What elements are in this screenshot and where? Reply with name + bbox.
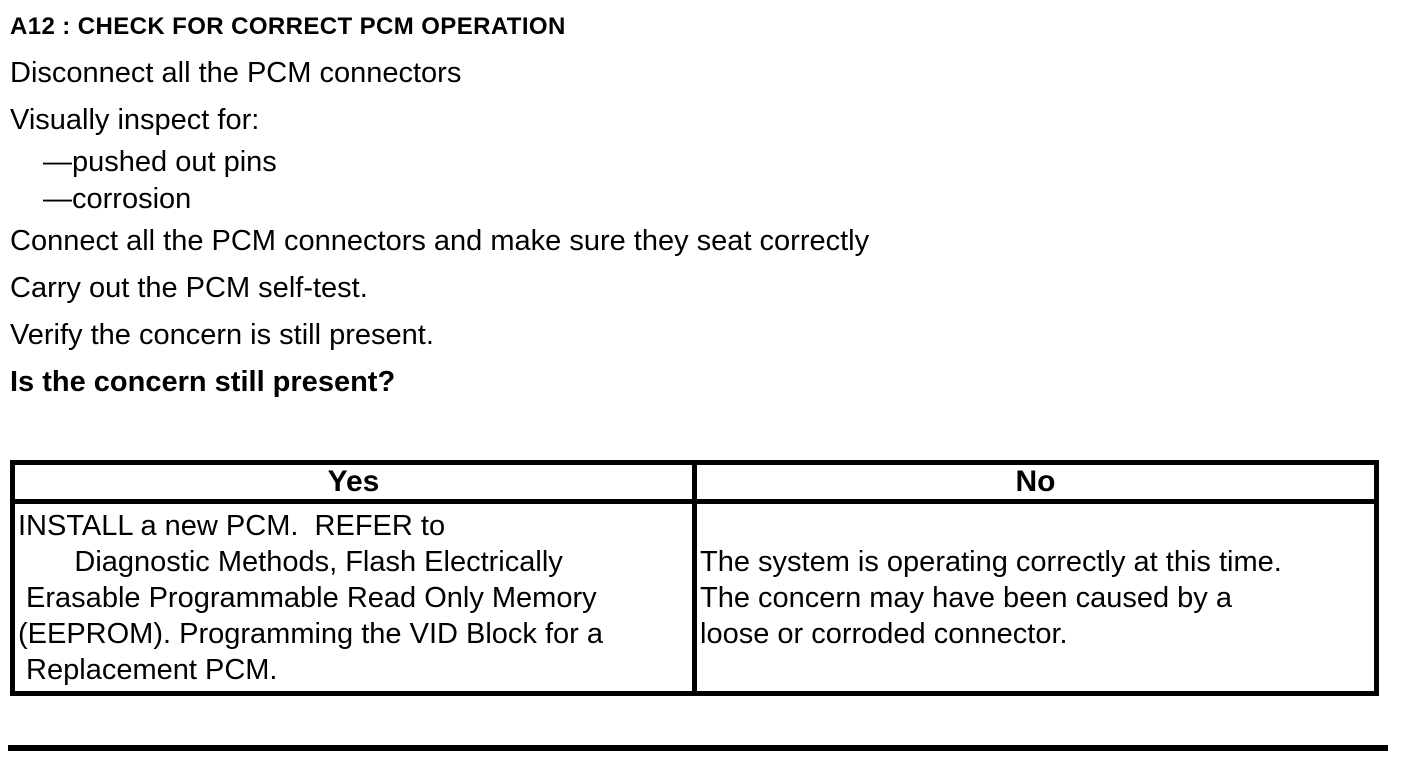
step-verify-concern: Verify the concern is still present.: [10, 319, 434, 351]
yes-action-text: INSTALL a new PCM. REFER to Diagnostic M…: [18, 508, 689, 688]
procedure-heading: A12 : CHECK FOR CORRECT PCM OPERATION: [10, 13, 566, 40]
cell-text-line: (EEPROM). Programming the VID Block for …: [18, 617, 603, 650]
step-self-test: Carry out the PCM self-test.: [10, 272, 368, 304]
decision-question: Is the concern still present?: [10, 366, 396, 398]
no-action-text: The system is operating correctly at thi…: [700, 544, 1371, 652]
no-column-header: No: [692, 460, 1379, 504]
inspect-item-pushed-out-pins: —pushed out pins: [43, 146, 277, 178]
step-connect-connectors: Connect all the PCM connectors and make …: [10, 225, 870, 257]
cell-text-line: Replacement PCM.: [18, 653, 278, 686]
no-action-cell: The system is operating correctly at thi…: [692, 499, 1379, 696]
step-visually-inspect: Visually inspect for:: [10, 104, 260, 136]
cell-text-line: The system is operating correctly at thi…: [700, 545, 1282, 578]
decision-table: Yes No INSTALL a new PCM. REFER to Diagn…: [10, 460, 1379, 696]
yes-column-header: Yes: [10, 460, 697, 504]
inspect-item-corrosion: —corrosion: [43, 183, 192, 215]
cell-text-line: The concern may have been caused by a: [700, 581, 1232, 614]
step-disconnect-connectors: Disconnect all the PCM connectors: [10, 57, 462, 89]
decision-table-header-row: Yes No: [10, 460, 1379, 504]
cell-text-line: Erasable Programmable Read Only Memory: [18, 581, 597, 614]
cell-text-line: INSTALL a new PCM. REFER to: [18, 509, 446, 542]
cell-text-line: loose or corroded connector.: [700, 617, 1068, 650]
yes-action-cell: INSTALL a new PCM. REFER to Diagnostic M…: [10, 499, 697, 696]
page-divider-rule: [8, 745, 1388, 751]
decision-table-action-row: INSTALL a new PCM. REFER to Diagnostic M…: [10, 499, 1379, 696]
cell-text-line: Diagnostic Methods, Flash Electrically: [18, 545, 563, 578]
